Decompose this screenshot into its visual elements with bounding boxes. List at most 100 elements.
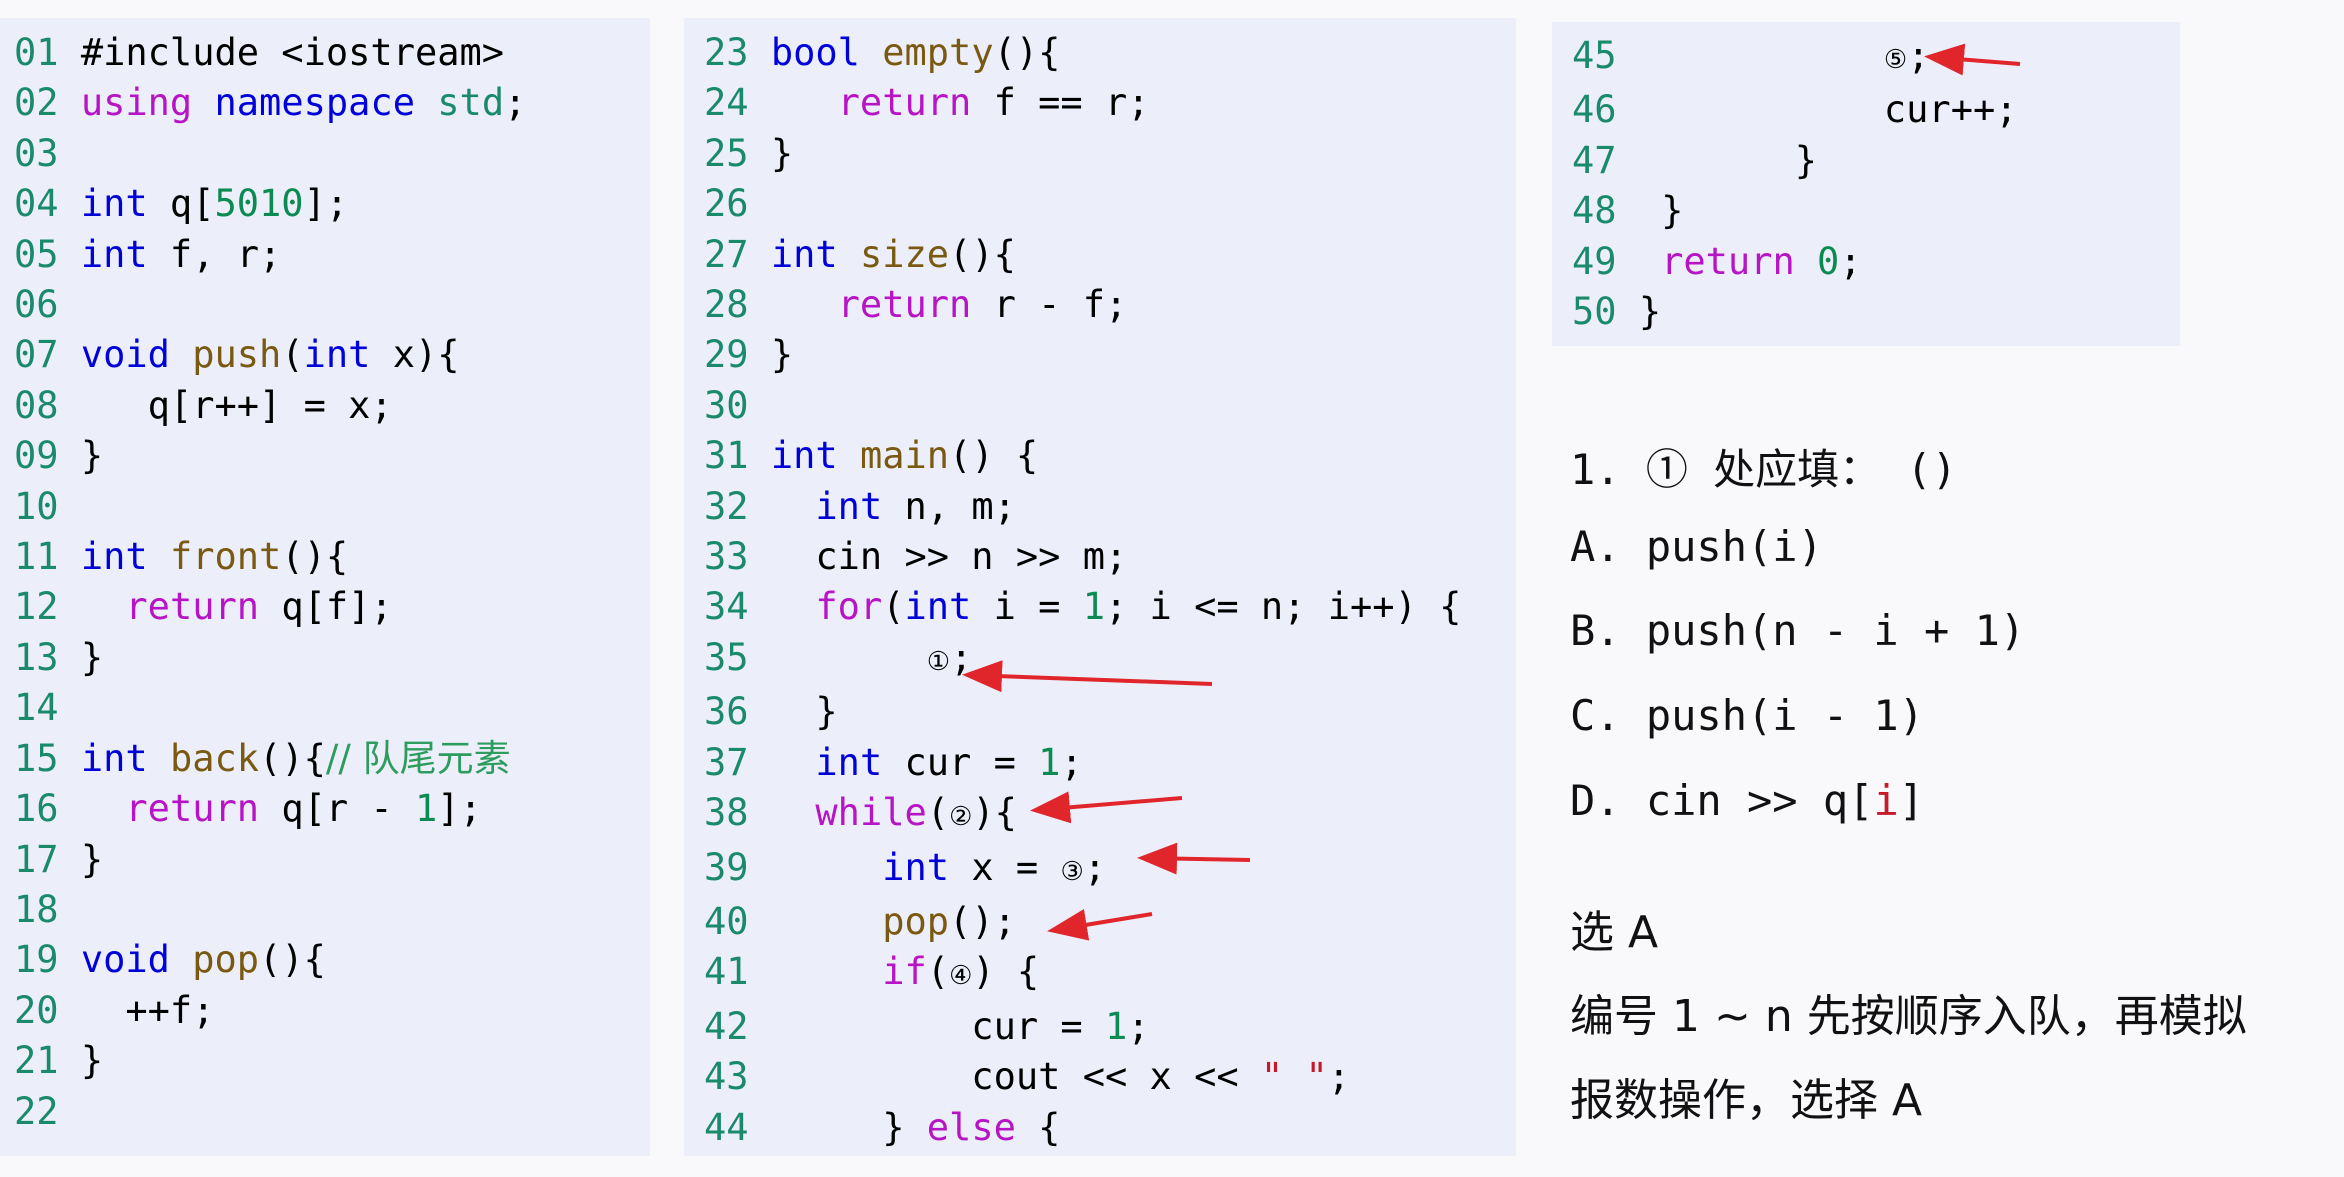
code-token: ( bbox=[926, 950, 950, 994]
code-line: 15 int back(){// 队尾元素 bbox=[14, 734, 526, 784]
code-token: } bbox=[80, 1039, 104, 1083]
code-token: bool bbox=[770, 31, 860, 74]
line-number: 36 bbox=[704, 690, 771, 734]
code-token: ; bbox=[1327, 1055, 1351, 1099]
code-line: 32 int n, m; bbox=[704, 482, 1461, 532]
arrow-blank-2 bbox=[1030, 791, 1183, 824]
code-token: else bbox=[926, 1105, 1016, 1149]
line-number: 30 bbox=[704, 383, 749, 427]
answer-explanation-line2: 报数操作，选择 A bbox=[1570, 1075, 1923, 1126]
line-number: 27 bbox=[704, 232, 771, 276]
code-token: ++f; bbox=[80, 988, 215, 1032]
code-line: 31 int main() { bbox=[704, 431, 1461, 481]
code-token: r - f; bbox=[971, 283, 1128, 327]
code-token: return bbox=[837, 81, 972, 125]
code-line: 03 bbox=[14, 129, 526, 179]
code-token: } bbox=[1638, 189, 1684, 233]
code-token: { bbox=[1015, 1105, 1061, 1149]
answer-choice: 选 A bbox=[1570, 907, 1659, 958]
code-token: if bbox=[882, 950, 927, 994]
line-number: 08 bbox=[14, 383, 81, 427]
code-token: ){ bbox=[972, 791, 1017, 835]
code-token: cout << x << bbox=[770, 1055, 1261, 1099]
line-number: 01 bbox=[14, 31, 81, 74]
line-number: 25 bbox=[704, 131, 771, 175]
line-number: 33 bbox=[704, 535, 771, 579]
line-number: 14 bbox=[14, 686, 59, 730]
code-token: push bbox=[192, 333, 282, 377]
line-number: 23 bbox=[704, 31, 771, 74]
code-token: ; bbox=[1839, 239, 1862, 283]
code-token: size bbox=[859, 232, 950, 276]
code-token: } bbox=[80, 837, 104, 881]
code-token: } bbox=[1638, 290, 1662, 334]
code-token: // 队尾元素 bbox=[325, 736, 511, 780]
code-token: cur = bbox=[770, 1004, 1105, 1048]
code-line: 19 void pop(){ bbox=[14, 935, 526, 985]
code-token: int bbox=[770, 434, 838, 478]
code-line: 33 cin >> n >> m; bbox=[704, 532, 1461, 582]
code-line: 35 ①; bbox=[704, 633, 1461, 687]
code-line: 49 return 0; bbox=[1572, 237, 2018, 287]
option-d-prefix: D. cin >> q[ bbox=[1570, 776, 1874, 825]
code-token: void bbox=[80, 333, 170, 377]
line-number: 24 bbox=[704, 81, 771, 125]
code-line: 21 } bbox=[14, 1036, 526, 1086]
code-token: ( bbox=[281, 333, 304, 377]
code-token: f, r; bbox=[147, 232, 282, 276]
code-token: pop bbox=[882, 899, 950, 943]
code-token: main bbox=[859, 434, 950, 478]
code-line: 23 bool empty(){ bbox=[704, 28, 1461, 78]
code-token: ( bbox=[882, 585, 905, 629]
code-token: ; bbox=[1907, 34, 1930, 77]
code-line: 48 } bbox=[1572, 186, 2018, 236]
code-token: cin >> n >> m; bbox=[770, 535, 1128, 579]
code-token: (); bbox=[949, 899, 1016, 943]
code-token: } bbox=[770, 1105, 927, 1149]
code-line: 18 bbox=[14, 885, 526, 935]
code-token: ① bbox=[926, 646, 951, 677]
code-token: f == r; bbox=[971, 81, 1150, 125]
code-token: } bbox=[80, 434, 104, 478]
code-token: using bbox=[80, 81, 193, 125]
code-line: 44 } else { bbox=[704, 1103, 1461, 1153]
code-token: 1 bbox=[1104, 1004, 1128, 1048]
code-token: while bbox=[815, 791, 927, 835]
code-token: void bbox=[80, 938, 170, 982]
code-token: #include <iostream> bbox=[80, 31, 505, 74]
code-line: 46 cur++; bbox=[1572, 85, 2018, 135]
code-line: 07 void push(int x){ bbox=[14, 330, 526, 380]
code-line: 10 bbox=[14, 482, 526, 532]
line-number: 28 bbox=[704, 283, 771, 327]
code-token: int bbox=[303, 333, 371, 377]
line-number: 09 bbox=[14, 434, 81, 478]
code-line: 12 return q[f]; bbox=[14, 582, 526, 632]
code-token: () { bbox=[949, 434, 1039, 478]
line-number: 35 bbox=[704, 635, 771, 679]
code-token: (){ bbox=[259, 938, 326, 982]
code-token: ; bbox=[1060, 740, 1083, 784]
code-line: 40 pop(); bbox=[704, 897, 1461, 947]
code-token: empty bbox=[882, 31, 994, 74]
code-token: int bbox=[904, 585, 972, 629]
code-token: front bbox=[169, 535, 282, 579]
code-token: int bbox=[80, 232, 148, 276]
code-token: ; i <= n; i++) { bbox=[1105, 585, 1462, 629]
line-number: 26 bbox=[704, 182, 749, 226]
code-token: ③ bbox=[1060, 856, 1084, 887]
code-token: cur = bbox=[882, 740, 1039, 784]
option-b: B. push(n - i + 1) bbox=[1570, 606, 2026, 655]
code-token: ; bbox=[1083, 845, 1107, 889]
code-line: 41 if(④) { bbox=[704, 947, 1461, 1001]
code-token: (){ bbox=[949, 232, 1016, 276]
line-number: 05 bbox=[14, 232, 81, 276]
code-token: " " bbox=[1260, 1055, 1328, 1099]
code-token: ④ bbox=[949, 961, 973, 992]
line-number: 48 bbox=[1572, 189, 1639, 233]
code-token: int bbox=[815, 484, 883, 528]
code-token: ② bbox=[949, 802, 973, 833]
code-token: } bbox=[1638, 138, 1818, 182]
arrow-blank-5 bbox=[1924, 43, 2021, 76]
line-number: 07 bbox=[14, 333, 81, 377]
